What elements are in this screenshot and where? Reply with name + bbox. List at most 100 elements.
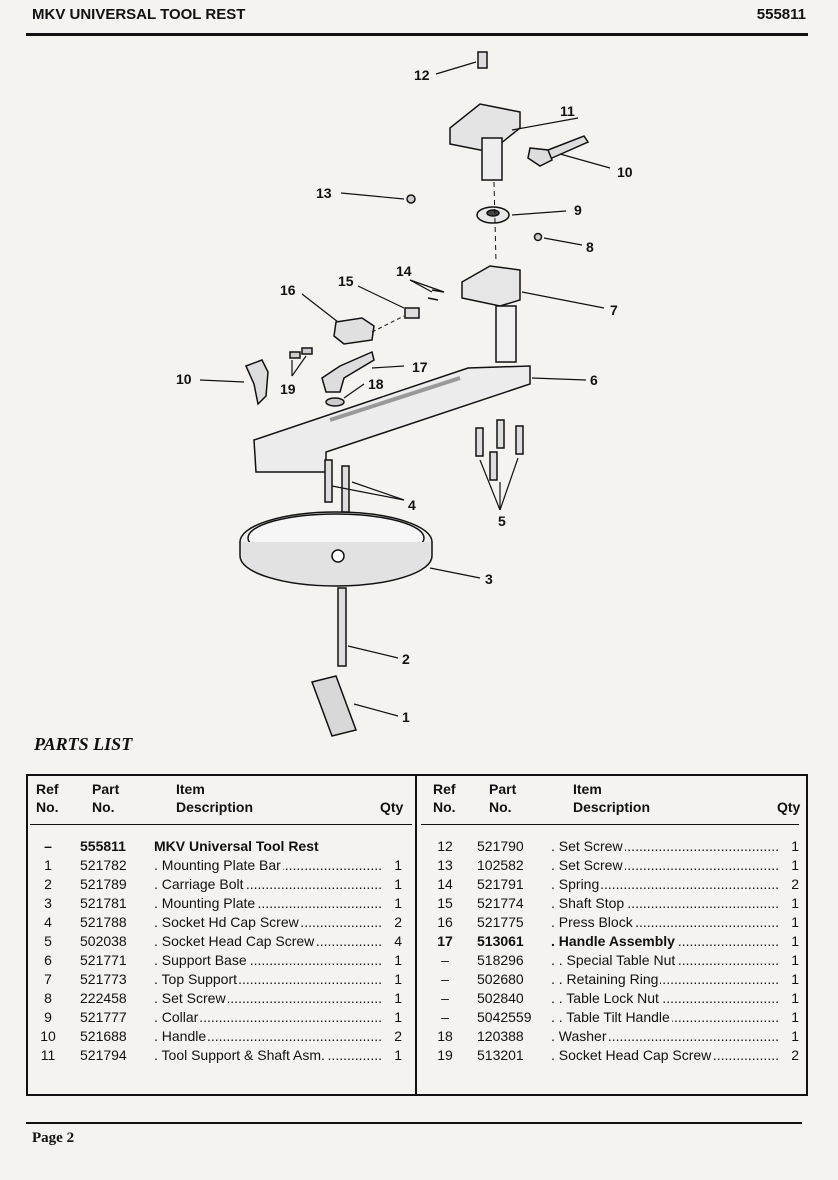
parts-row: ........................................… [417, 952, 804, 971]
item-description: . Shaft Stop [551, 895, 627, 911]
parts-list-heading: PARTS LIST [34, 734, 133, 754]
callout-17: 17 [412, 359, 428, 375]
parts-row: ........................................… [28, 1009, 415, 1028]
quantity: 1 [781, 990, 799, 1006]
callout-1: 1 [402, 709, 410, 725]
quantity: 1 [781, 1028, 799, 1044]
part-handle-10-top [527, 135, 590, 167]
callout-10-lower: 10 [176, 371, 192, 387]
item-description: . Press Block [551, 914, 635, 930]
callout-5: 5 [498, 513, 506, 529]
parts-row: ........................................… [28, 933, 415, 952]
ref-number: 5 [44, 933, 52, 949]
part-number: 521782 [80, 857, 127, 873]
part-number: 518296 [477, 952, 524, 968]
parts-row: ........................................… [28, 1028, 415, 1047]
ref-number: – [441, 990, 449, 1006]
ref-number: 14 [437, 876, 453, 892]
part-number: 521688 [80, 1028, 127, 1044]
ref-number: – [441, 952, 449, 968]
item-description: . Support Base [154, 952, 249, 968]
part-mounting-plate-bar-1 [311, 675, 357, 737]
exploded-diagram: 12 11 10 13 9 8 14 15 16 7 17 10 18 19 6… [176, 51, 633, 737]
item-description: . Washer [551, 1028, 609, 1044]
quantity: 2 [384, 1028, 402, 1044]
callout-3: 3 [485, 571, 493, 587]
part-carriage-bolt-2 [337, 587, 347, 667]
callout-15: 15 [338, 273, 354, 289]
ref-number: 6 [44, 952, 52, 968]
part-number: 502840 [477, 990, 524, 1006]
parts-row: ........................................… [28, 990, 415, 1009]
page-header: MKV UNIVERSAL TOOL REST 555811 [32, 6, 806, 34]
quantity: 1 [384, 1009, 402, 1025]
parts-row: ........................................… [28, 914, 415, 933]
parts-row: ........................................… [417, 971, 804, 990]
dot-leader: ........................................… [551, 876, 779, 892]
quantity: 1 [781, 857, 799, 873]
part-support-base-6 [253, 365, 531, 473]
part-handle-assembly-17 [321, 350, 375, 393]
ref-number: 17 [437, 933, 453, 949]
part-cap-screws-5 [475, 419, 524, 481]
ref-number: 1 [44, 857, 52, 873]
part-set-screw-13 [406, 194, 416, 204]
part-number: 120388 [477, 1028, 524, 1044]
part-number: 521790 [477, 838, 524, 854]
item-description: . Mounting Plate [154, 895, 258, 911]
ref-number: 3 [44, 895, 52, 911]
ref-number: – [441, 1009, 449, 1025]
column-header-qty: Qty [380, 799, 404, 815]
callout-7: 7 [610, 302, 618, 318]
footer-rule [26, 1122, 802, 1124]
quantity: 1 [384, 1047, 402, 1063]
ref-number: 15 [437, 895, 453, 911]
quantity: 1 [384, 990, 402, 1006]
ref-number: 18 [437, 1028, 453, 1044]
header-rule [26, 33, 808, 36]
callout-6: 6 [590, 372, 598, 388]
parts-row: ........................................… [417, 838, 804, 857]
item-description: . . Table Tilt Handle [551, 1009, 672, 1025]
parts-row: ........................................… [28, 1047, 415, 1066]
part-number: 513061 [477, 933, 524, 949]
quantity: 1 [384, 971, 402, 987]
header-underline [30, 824, 412, 825]
quantity: 2 [781, 876, 799, 892]
page-number: Page 2 [32, 1130, 75, 1146]
quantity: 2 [781, 1047, 799, 1063]
ref-number: 11 [40, 1047, 56, 1063]
part-number: 513201 [477, 1047, 524, 1063]
item-description: . Mounting Plate Bar [154, 857, 283, 873]
part-number: 521794 [80, 1047, 127, 1063]
item-description: . Handle [154, 1028, 209, 1044]
dot-leader: ........................................… [154, 1028, 382, 1044]
part-number: 5042559 [477, 1009, 532, 1025]
callout-16: 16 [280, 282, 296, 298]
part-shaft-11 [481, 137, 503, 181]
part-number: 521775 [477, 914, 524, 930]
parts-row: ........................................… [417, 1028, 804, 1047]
callout-8: 8 [586, 239, 594, 255]
callout-2: 2 [402, 651, 410, 667]
quantity: 1 [781, 933, 799, 949]
item-description: . Tool Support & Shaft Asm. [154, 1047, 327, 1063]
part-number: 521791 [477, 876, 524, 892]
document-title: MKV UNIVERSAL TOOL REST [32, 6, 246, 23]
quantity: 1 [384, 895, 402, 911]
item-description: . Handle Assembly [551, 933, 677, 949]
ref-number: 2 [44, 876, 52, 892]
callout-9: 9 [574, 202, 582, 218]
ref-number: – [44, 838, 52, 854]
part-washer-18 [325, 397, 345, 407]
callout-14: 14 [396, 263, 412, 279]
ref-number: 4 [44, 914, 52, 930]
callout-13: 13 [316, 185, 332, 201]
item-description: . Socket Head Cap Screw [551, 1047, 714, 1063]
assembly-axis [493, 181, 497, 263]
dot-leader: ........................................… [154, 1009, 382, 1025]
